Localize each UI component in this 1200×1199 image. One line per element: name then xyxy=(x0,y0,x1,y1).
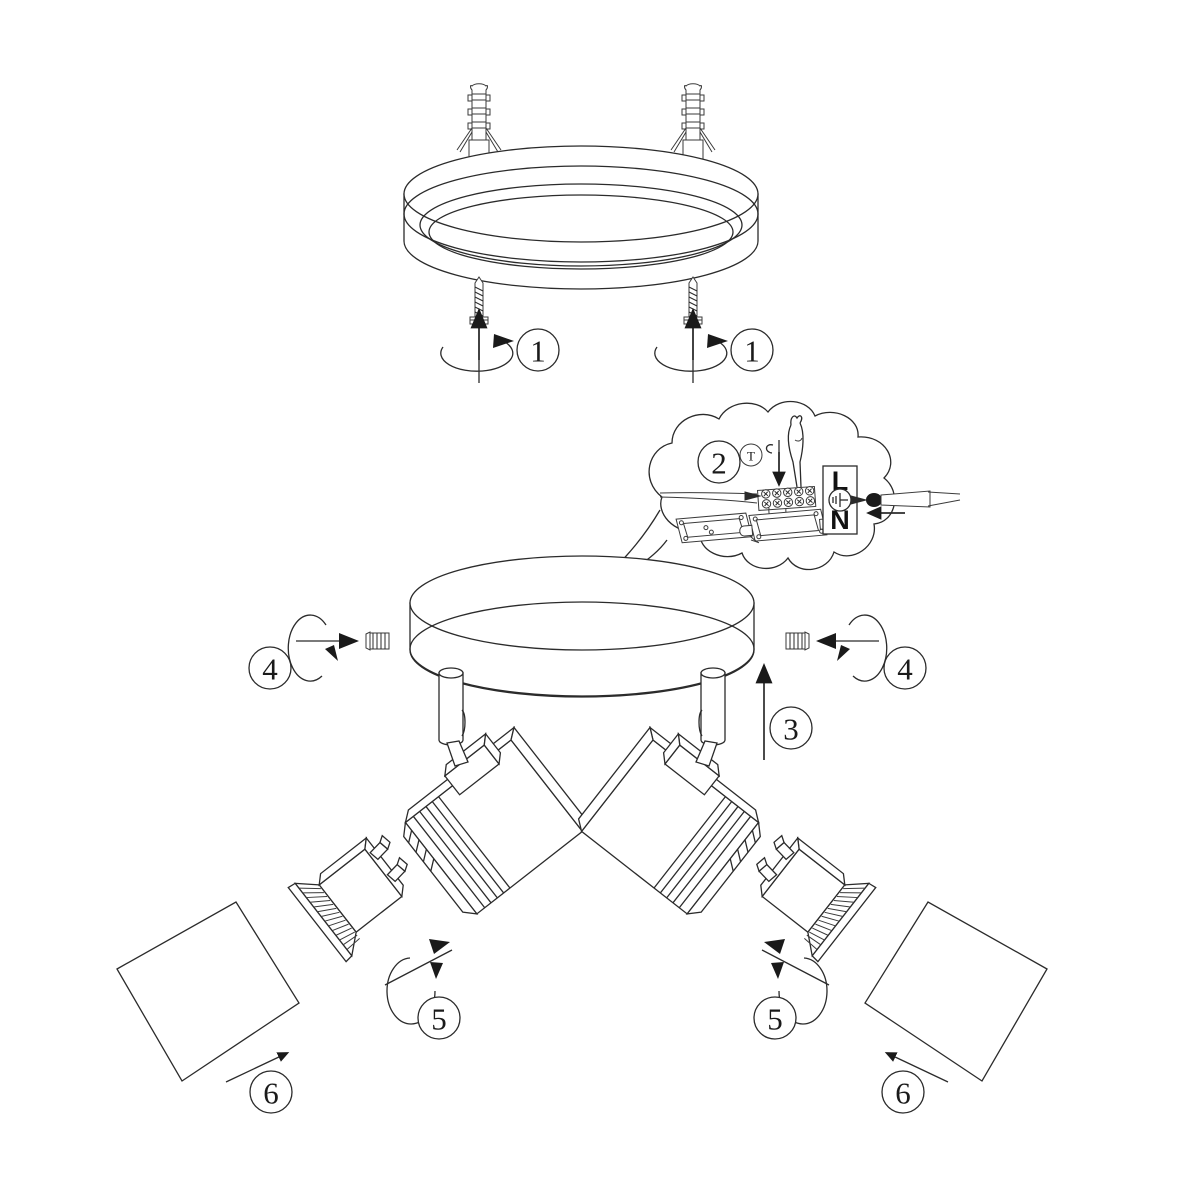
step-marker-3: 3 xyxy=(769,706,813,750)
canopy-arm-left xyxy=(438,667,466,746)
terminal-live-label: L xyxy=(832,466,849,496)
light-beam-right xyxy=(864,901,1048,1082)
tool-symbol-screwdriver: T xyxy=(739,443,763,467)
step-label: 5 xyxy=(767,1002,783,1037)
step-marker-1-right: 1 xyxy=(730,328,774,372)
step-label: 3 xyxy=(783,712,799,747)
step-label: 5 xyxy=(431,1002,447,1037)
tighten-direction-arrow xyxy=(765,440,786,487)
step-marker-4-left: 4 xyxy=(248,646,292,690)
step-label: 6 xyxy=(263,1076,279,1111)
step-marker-6-left: 6 xyxy=(249,1070,293,1114)
mounting-plate xyxy=(403,145,759,290)
cable-clamp xyxy=(675,508,832,544)
terminal-neutral-label: N xyxy=(830,505,850,535)
step-marker-1-left: 1 xyxy=(516,328,560,372)
gu10-lamp-right xyxy=(756,834,877,963)
step-label: 1 xyxy=(744,334,760,369)
screw-right xyxy=(683,276,703,325)
aim-arrow-left xyxy=(225,1052,290,1083)
step-marker-4-right: 4 xyxy=(883,646,927,690)
rotation-indicator-right-4 xyxy=(816,614,888,682)
rotation-indicator-left-1 xyxy=(440,308,514,383)
step-label: 4 xyxy=(262,652,278,687)
gu10-lamp-left xyxy=(287,834,408,963)
mains-cable xyxy=(850,490,961,520)
canopy-arm-right xyxy=(698,667,726,746)
terminal-block xyxy=(756,485,817,511)
fixture-canopy xyxy=(409,555,755,698)
step-label: 1 xyxy=(530,334,546,369)
screwdriver-in-hand xyxy=(787,415,804,488)
step-marker-5-left: 5 xyxy=(417,996,461,1040)
step-label: 4 xyxy=(897,652,913,687)
spot-head-right xyxy=(577,725,761,915)
rotation-indicator-right-1 xyxy=(654,308,728,383)
step-marker-6-right: 6 xyxy=(881,1070,925,1114)
earth-ground-icon xyxy=(828,488,852,512)
step-marker-5-right: 5 xyxy=(753,996,797,1040)
spot-head-left xyxy=(403,725,587,915)
grub-screw-left xyxy=(365,631,390,651)
rotation-indicator-left-4 xyxy=(287,614,359,682)
rotation-indicator-right-5 xyxy=(761,939,830,1025)
step-marker-2: 2 xyxy=(697,440,741,484)
step-label: 6 xyxy=(895,1076,911,1111)
tool-label: T xyxy=(747,449,755,464)
grub-screw-right xyxy=(785,631,810,651)
aim-arrow-right xyxy=(884,1052,949,1083)
light-beam-left xyxy=(116,901,300,1082)
step-label: 2 xyxy=(711,446,727,481)
screw-left xyxy=(469,276,489,325)
